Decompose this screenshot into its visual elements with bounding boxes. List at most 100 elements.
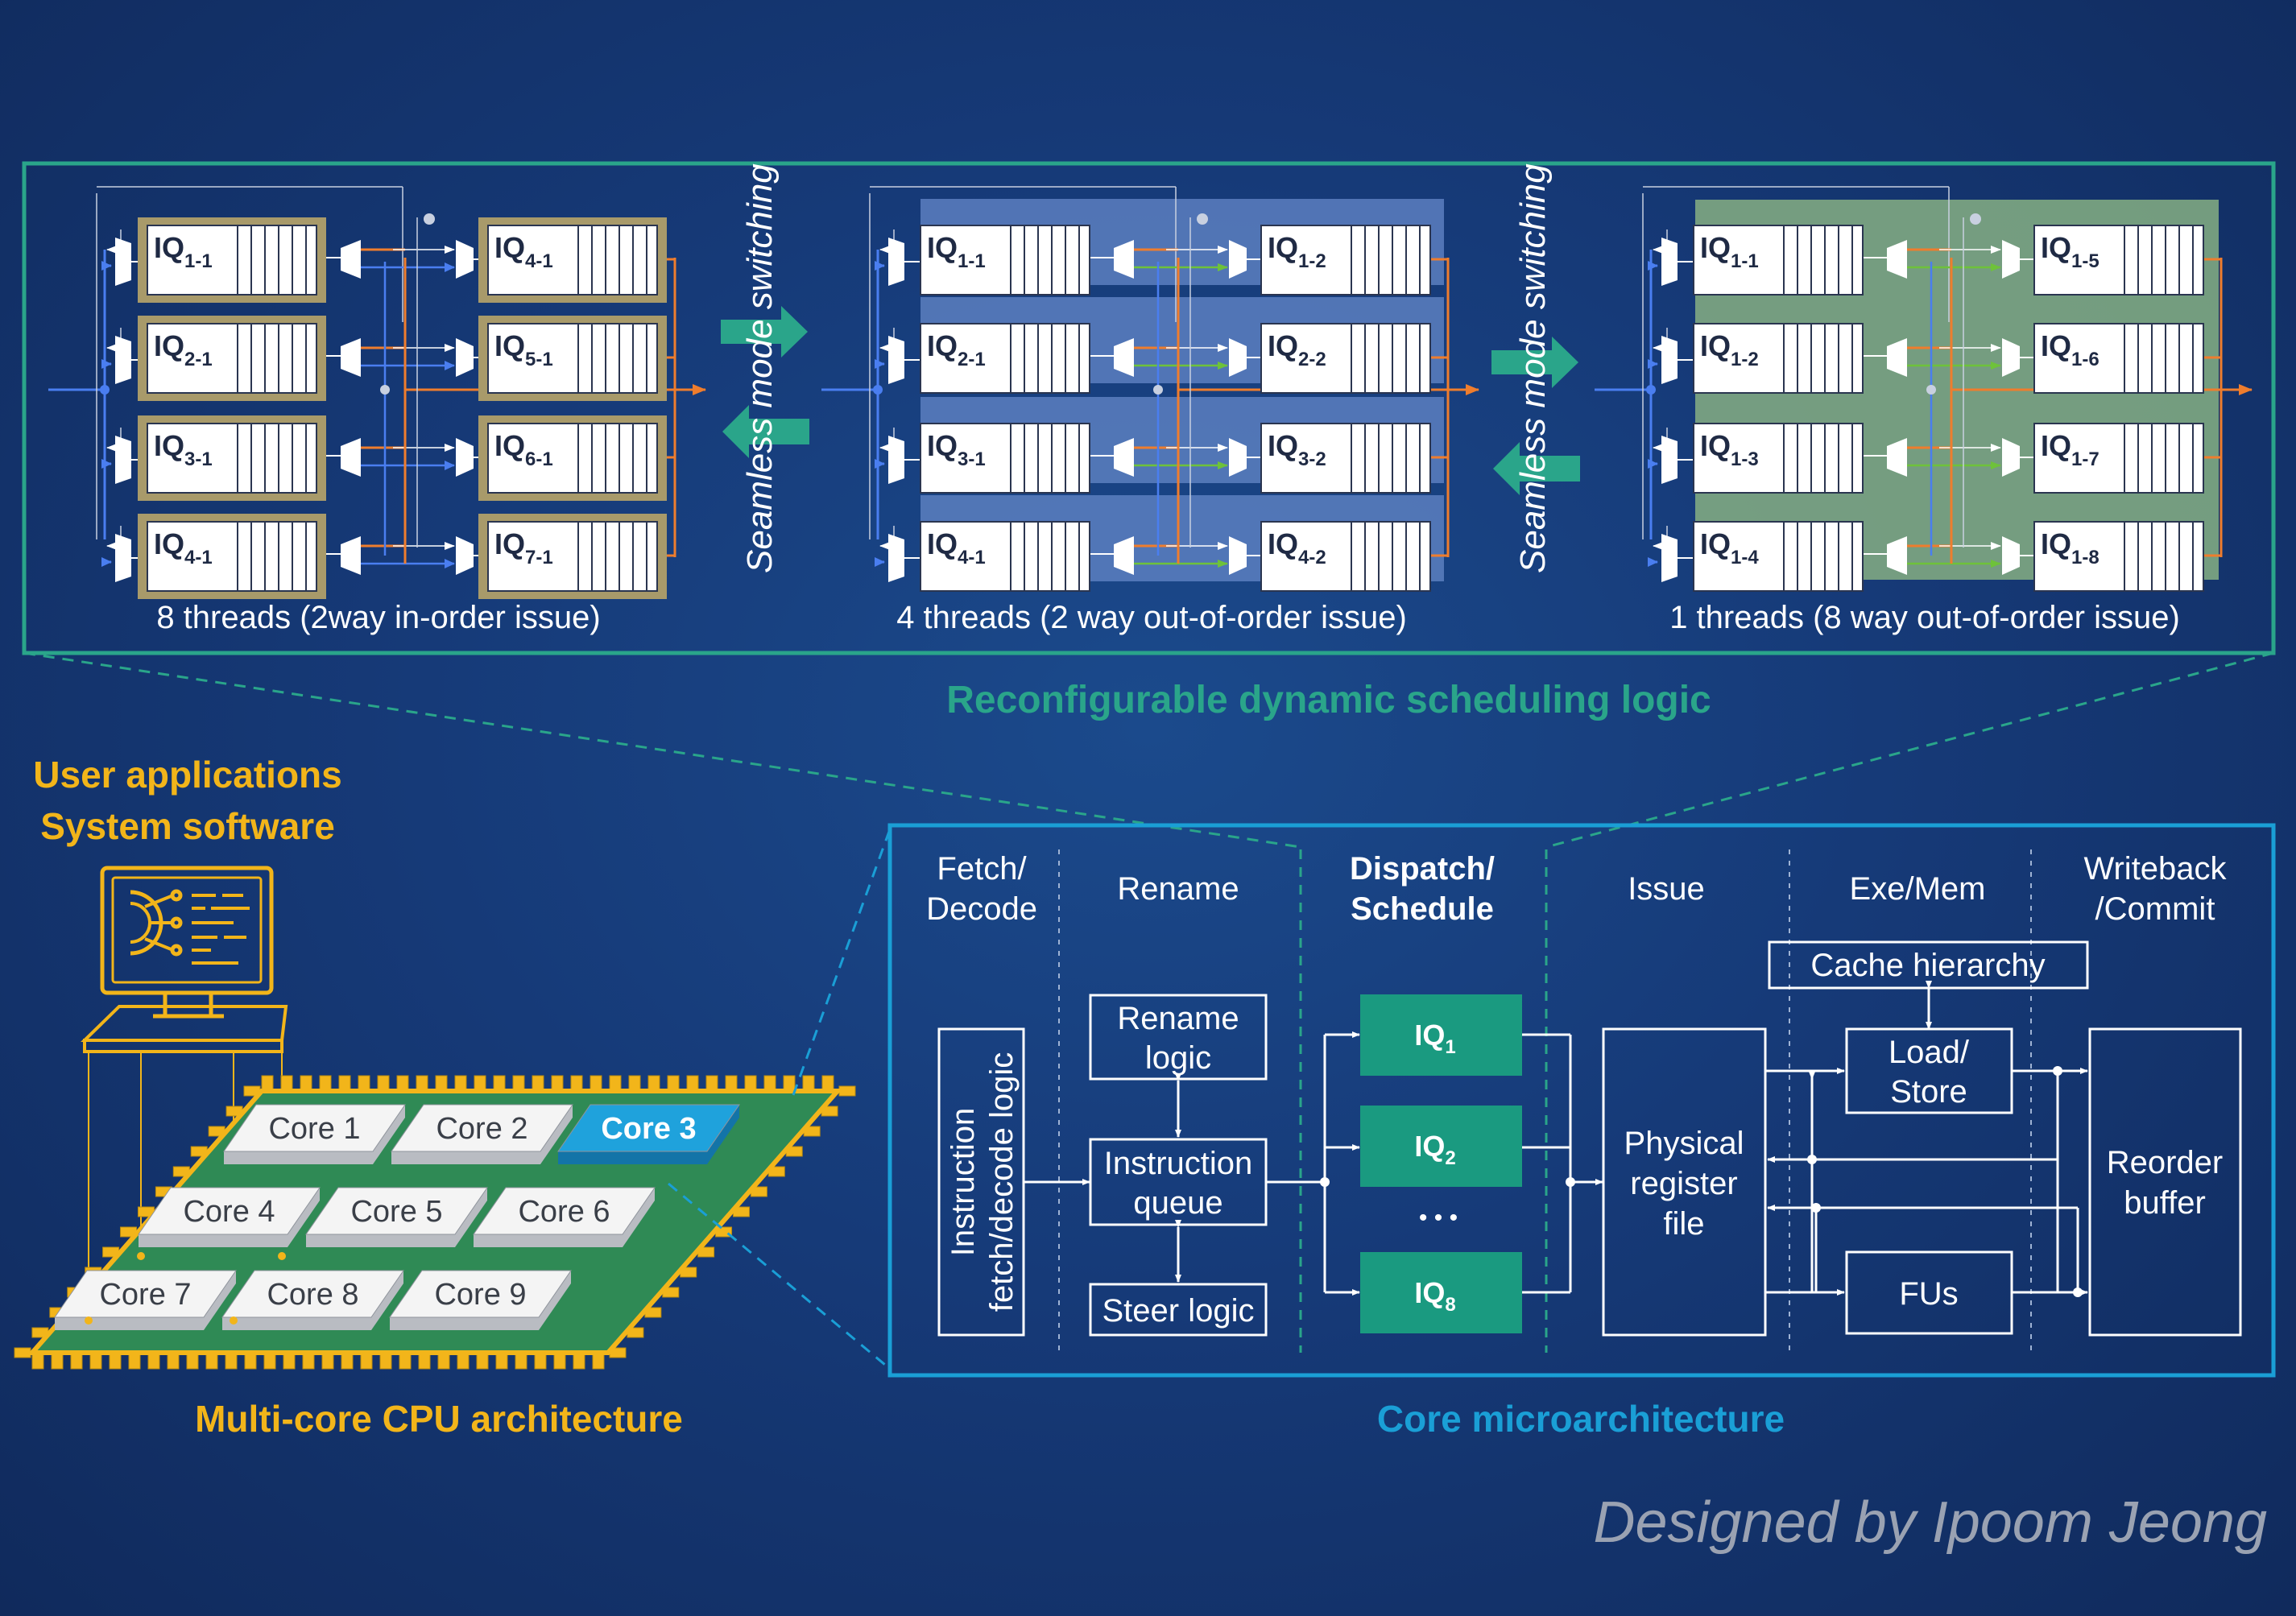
iq-8 [1360, 1252, 1522, 1333]
load-store-unit [1845, 1027, 2013, 1114]
scheduler-title: Reconfigurable dynamic scheduling logic [946, 679, 1711, 721]
iq-left-2: IQ1-2 [1693, 323, 1864, 394]
iq-2-label: IQ2 [1414, 1130, 1455, 1169]
iq-8-label: IQ8 [1414, 1276, 1455, 1316]
stage-writeback: Writeback [2083, 851, 2227, 887]
iq-right-2: IQ1-6 [2033, 323, 2204, 394]
core-3: Core 3 [557, 1104, 740, 1164]
iq-left-2: IQ2-1 [138, 316, 326, 401]
instruction-queue-label: queue [1133, 1185, 1222, 1221]
rename-logic [1089, 994, 1268, 1081]
mode-label-1: 8 threads (2way in-order issue) [156, 600, 600, 635]
core-7: Core 7 [54, 1270, 237, 1330]
demux-icon [1887, 536, 1907, 575]
core-6: Core 6 [473, 1187, 656, 1247]
zoom-line [1545, 651, 2274, 849]
rename-logic-label: logic [1145, 1040, 1211, 1076]
iq-left-1: IQ1-1 [138, 217, 326, 303]
rob-label: buffer [2124, 1185, 2206, 1221]
switch-label-2: Seamless mode switching [1513, 163, 1553, 573]
iq-right-3: IQ6-1 [478, 415, 667, 501]
iq-left-3: IQ3-1 [920, 423, 1090, 494]
iq-right-3: IQ1-7 [2033, 423, 2204, 494]
mode-switch-2: Seamless mode switching [1491, 163, 1580, 573]
mux-icon [115, 336, 131, 384]
cpu-title: Multi-core CPU architecture [195, 1398, 683, 1440]
mux-icon [2002, 338, 2020, 377]
iq-left-1: IQ1-1 [920, 225, 1090, 296]
demux-icon [1114, 338, 1134, 377]
link-dot [230, 1316, 238, 1325]
designer-credit: Designed by Ipoom Jeong [1593, 1490, 2267, 1555]
functional-units [1845, 1250, 2013, 1335]
link-dot [278, 1252, 286, 1260]
iq-label: IQ6-1 [494, 429, 553, 470]
iq-right-1: IQ1-5 [2033, 225, 2204, 296]
mux-icon [888, 534, 904, 582]
prf-label: register [1630, 1166, 1737, 1201]
iq-label: IQ4-1 [927, 527, 986, 568]
iq-left-4: IQ4-1 [138, 514, 326, 599]
core-label: Core 1 [268, 1112, 360, 1146]
mux-icon [456, 240, 474, 279]
iq-left-1: IQ1-1 [1693, 225, 1864, 296]
iq-label: IQ1-2 [1268, 231, 1326, 272]
fetch-logic-label: Instruction [945, 1108, 981, 1257]
switch-arrow-right-icon [721, 306, 808, 358]
scheduler-panel-3: IQ1-1IQ1-2IQ1-3IQ1-4IQ1-5IQ1-6IQ1-7IQ1-8… [1595, 186, 2253, 635]
demux-icon [341, 536, 361, 575]
core-label: Core 4 [183, 1195, 275, 1229]
mode-label-2: 4 threads (2 way out-of-order issue) [896, 600, 1407, 635]
pipeline-wires [1024, 981, 2088, 1296]
junction-dots [1320, 1066, 2083, 1297]
stage-issue: Issue [1628, 871, 1705, 907]
steer-logic [1089, 1283, 1268, 1337]
core-label: Core 6 [518, 1195, 610, 1229]
core-5: Core 5 [305, 1187, 488, 1247]
core-title: Core microarchitecture [1377, 1398, 1785, 1440]
iq-label: IQ2-1 [154, 329, 213, 370]
iq-label: IQ3-2 [1268, 429, 1326, 470]
mux-icon [1229, 338, 1247, 377]
fus-label: FUs [1899, 1276, 1958, 1312]
iq-right-4: IQ4-2 [1260, 521, 1431, 592]
stage-writeback: /Commit [2095, 891, 2215, 927]
fetch-logic-label: fetch/decode logic [984, 1052, 1020, 1312]
stage-exe: Exe/Mem [1850, 871, 1986, 907]
mux-icon [115, 238, 131, 286]
iq-label: IQ1-1 [1700, 231, 1759, 272]
stage-fetch: Decode [926, 891, 1037, 927]
mux-icon [1661, 238, 1678, 286]
scheduler-panels: IQ1-1IQ2-1IQ3-1IQ4-1IQ4-1IQ5-1IQ6-1IQ7-1… [48, 186, 2253, 635]
iq-2 [1360, 1106, 1522, 1187]
demux-icon [1887, 338, 1907, 377]
iq-right-1: IQ1-2 [1260, 225, 1431, 296]
iq-label: IQ1-1 [927, 231, 986, 272]
mux-icon [456, 536, 474, 575]
lsu-label: Load/ [1889, 1035, 1970, 1070]
iq-label: IQ1-1 [154, 231, 213, 272]
switch-arrow-left-icon [1493, 442, 1580, 495]
core-zoom-line [792, 829, 892, 1096]
iq-label: IQ1-6 [2041, 329, 2099, 370]
iq-label: IQ1-2 [1700, 329, 1759, 370]
iq-label: IQ1-4 [1700, 527, 1759, 568]
mux-icon [456, 338, 474, 377]
demux-icon [1887, 240, 1907, 279]
stage-dispatch: Dispatch/ [1350, 851, 1495, 887]
iq-label: IQ4-1 [154, 527, 213, 568]
stage-dispatch: Schedule [1351, 891, 1494, 927]
mux-icon [888, 336, 904, 384]
iq-right-4: IQ7-1 [478, 514, 667, 599]
instruction-queue [1089, 1138, 1268, 1226]
pipeline-blocks: Instruction fetch/decode logic Rename lo… [937, 940, 2242, 1337]
instruction-queue-label: Instruction [1104, 1146, 1253, 1181]
software-line-2: System software [40, 805, 335, 847]
core-label: Core 8 [267, 1278, 358, 1312]
mux-icon [888, 238, 904, 286]
scheduler-panel-1: IQ1-1IQ2-1IQ3-1IQ4-1IQ4-1IQ5-1IQ6-1IQ7-1… [48, 186, 706, 635]
switch-arrow-left-icon [722, 405, 809, 458]
iq-1 [1360, 994, 1522, 1076]
core-2: Core 2 [391, 1104, 573, 1164]
